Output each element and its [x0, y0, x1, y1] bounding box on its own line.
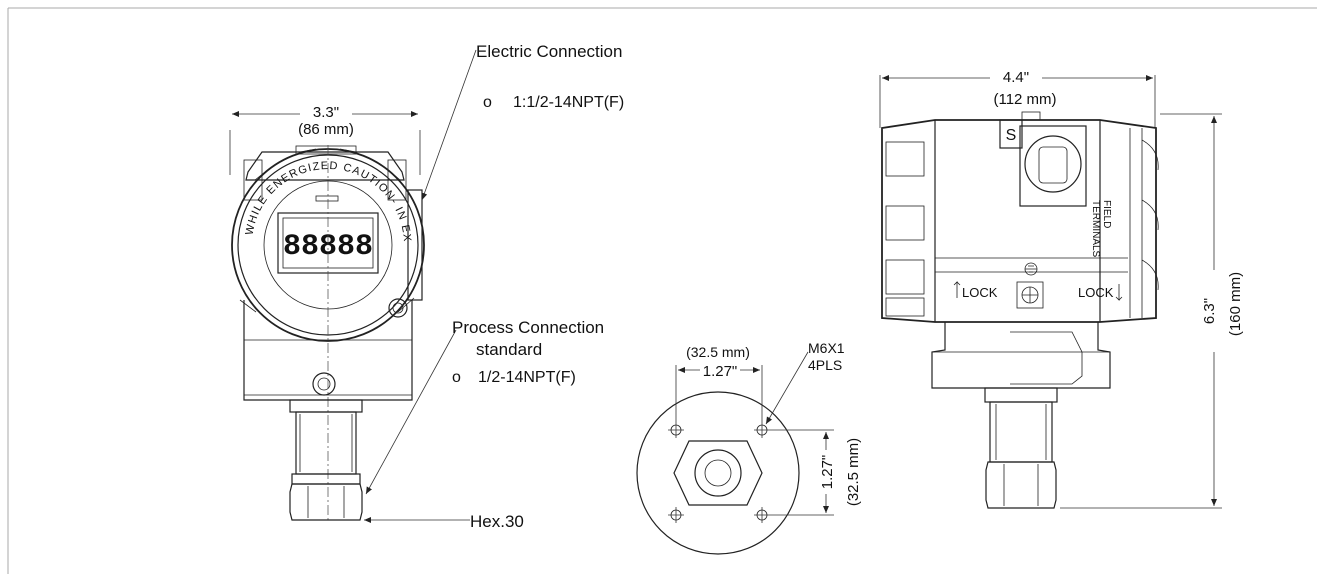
side-cooling-fins	[885, 141, 925, 317]
lock-right: LOCK	[1078, 284, 1123, 301]
process-connection-title: Process Connection	[452, 318, 604, 337]
side-height-dimension: 6.3" (160 mm)	[1060, 113, 1244, 509]
side-height-mm: (160 mm)	[1227, 272, 1244, 336]
process-connection-subtitle: standard	[476, 340, 542, 359]
side-width-dimension: 4.4" (112 mm)	[879, 69, 1156, 128]
field-terminals-2: TERMINALS	[1090, 200, 1101, 258]
side-width-mm: (112 mm)	[993, 91, 1056, 108]
lock-left: LOCK	[953, 281, 998, 300]
s-marker-box	[999, 119, 1023, 149]
front-view: 3.3" (86 mm)	[0, 0, 624, 531]
flange-top-mm: (32.5 mm)	[686, 344, 750, 360]
flange-bolt-holes	[668, 422, 770, 523]
flange-hex	[673, 440, 763, 506]
flange-outline	[636, 391, 800, 555]
flange-side-mm: (32.5 mm)	[845, 438, 862, 506]
flange-side-dimension: 1.27" (32.5 mm)	[770, 429, 862, 516]
s-label: S	[1006, 127, 1017, 144]
front-stem	[289, 399, 363, 485]
flange-view: (32.5 mm) 1.27" M6X1 4PLS 1.27" (32.5 mm…	[636, 340, 862, 555]
lock-right-label: LOCK	[1078, 285, 1114, 300]
hex-callout: Hex.30	[364, 512, 524, 531]
hex-label: Hex.30	[470, 512, 524, 531]
side-width-in: 4.4"	[1003, 69, 1029, 86]
flange-bolt-callout: M6X1 4PLS	[765, 340, 845, 425]
electric-connection-callout: Electric Connection o 1:1/2-14NPT(F)	[421, 42, 624, 201]
lock-left-label: LOCK	[962, 285, 998, 300]
side-height-in: 6.3"	[1201, 298, 1218, 324]
side-view: 4.4" (112 mm) S	[879, 69, 1244, 509]
front-width-mm: (86 mm)	[298, 121, 354, 138]
bolt-label-2: 4PLS	[808, 357, 842, 373]
front-width-dimension: 3.3" (86 mm)	[229, 104, 421, 175]
flange-top-dimension: (32.5 mm) 1.27"	[675, 344, 763, 422]
process-connection-callout: Process Connection standard o 1/2-14NPT(…	[365, 318, 604, 495]
field-terminals-1: FIELD	[1101, 200, 1112, 228]
flange-top-in: 1.27"	[703, 363, 738, 380]
process-connection-value: 1/2-14NPT(F)	[478, 369, 576, 386]
flange-side-in: 1.27"	[819, 455, 836, 490]
bolt-label-1: M6X1	[808, 340, 845, 356]
page-border	[7, 7, 1317, 574]
front-width-in: 3.3"	[313, 104, 339, 121]
front-hex-nut	[289, 483, 363, 521]
process-connection-bullet: o	[452, 369, 461, 386]
electric-connection-title: Electric Connection	[476, 42, 622, 61]
electric-connection-value: 1:1/2-14NPT(F)	[513, 94, 624, 111]
electric-connection-bullet: o	[483, 94, 492, 111]
side-housing: S FIELD TERMINALS LOCK LOCK	[881, 111, 1159, 509]
front-cover: WHILE ENERGIZED CAUTION- IN EXPLOSIVE AT…	[0, 0, 425, 342]
